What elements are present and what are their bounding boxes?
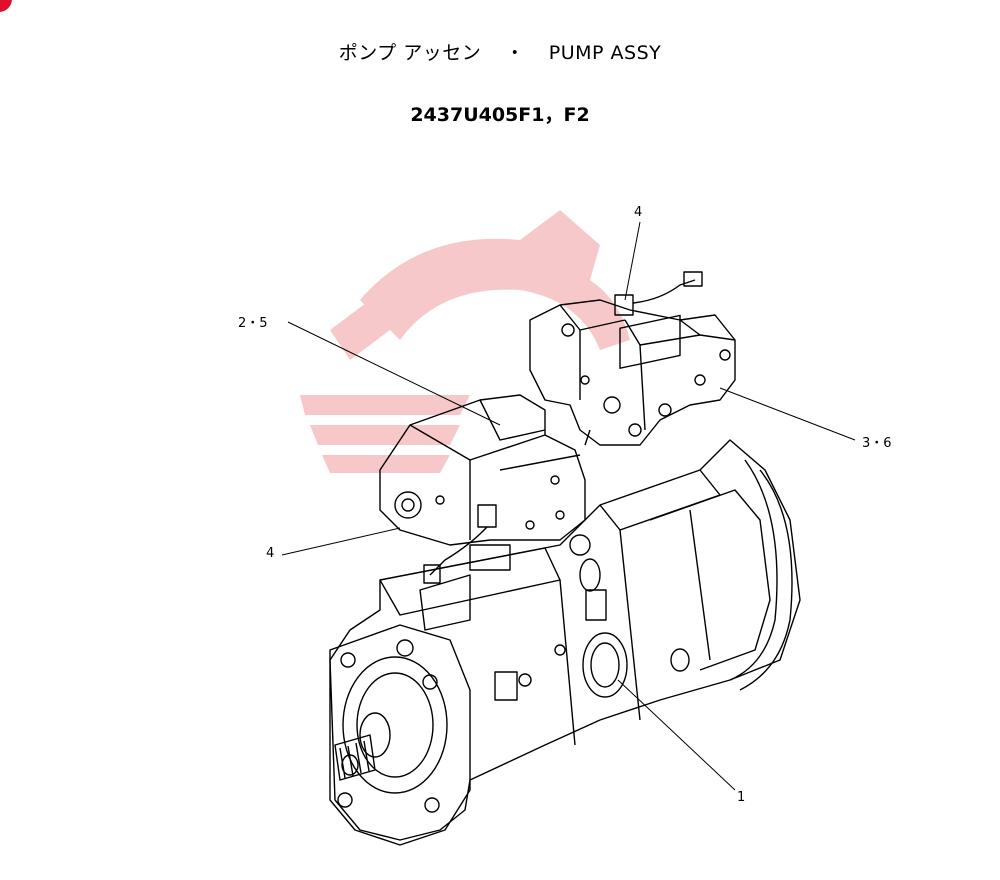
- front-flange: [329, 624, 471, 846]
- splined-shaft: [334, 734, 376, 781]
- callout-main-pump: 1: [737, 790, 746, 805]
- part-number: 2437U405F1，F2: [410, 104, 590, 126]
- leader-line-solenoid-left: [281, 527, 401, 556]
- callout-solenoid-top: 4: [634, 205, 643, 220]
- leader-line-regulator-right: [719, 387, 856, 441]
- callout-regulator-right: 3・6: [862, 436, 892, 451]
- callout-solenoid-left: 4: [266, 546, 275, 561]
- page-title: ポンプ アッセン ・ PUMP ASSY: [0, 38, 1000, 65]
- main-pump-body: [329, 314, 801, 841]
- watermark-gear-icon: [300, 210, 630, 473]
- leader-line-main-pump: [617, 679, 736, 791]
- title-japanese: ポンプ アッセン: [338, 42, 482, 64]
- body-fittings: [419, 544, 566, 701]
- title-separator: ・: [505, 42, 525, 64]
- callout-regulator-left: 2・5: [238, 316, 268, 331]
- left-regulator: [379, 394, 586, 584]
- leader-lines: [281, 221, 856, 791]
- title-english: PUMP ASSY: [548, 42, 662, 64]
- leader-line-regulator-left: [287, 321, 501, 426]
- right-regulator: [529, 271, 736, 446]
- leader-line-solenoid-top: [624, 221, 641, 301]
